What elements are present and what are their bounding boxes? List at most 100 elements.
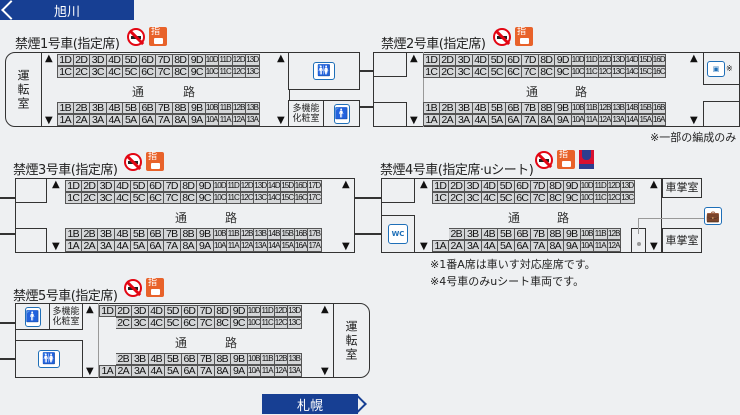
- seat[interactable]: 11D: [594, 180, 608, 192]
- seat[interactable]: 4A: [106, 114, 123, 126]
- seat[interactable]: 10A: [205, 114, 219, 126]
- seat[interactable]: 11C: [261, 317, 275, 329]
- seat[interactable]: 3A: [90, 114, 107, 126]
- seat[interactable]: 7A: [156, 114, 173, 126]
- seat[interactable]: 12B: [240, 228, 254, 240]
- seat[interactable]: 5C: [123, 66, 140, 78]
- seat[interactable]: 8D: [214, 305, 231, 317]
- seat[interactable]: 9D: [197, 180, 214, 192]
- seat[interactable]: 10D: [247, 305, 261, 317]
- seat[interactable]: 13B: [288, 353, 302, 365]
- seat[interactable]: 11B: [261, 353, 275, 365]
- seat[interactable]: 7B: [531, 228, 548, 240]
- seat[interactable]: 6A: [514, 240, 531, 252]
- seat[interactable]: 9A: [197, 240, 214, 252]
- seat[interactable]: 1D: [57, 54, 74, 66]
- seat[interactable]: 12D: [240, 180, 254, 192]
- seat[interactable]: 1B: [423, 102, 440, 114]
- seat[interactable]: 5A: [123, 114, 140, 126]
- seat[interactable]: 16C: [294, 192, 308, 204]
- seat[interactable]: 12A: [274, 365, 288, 377]
- seat[interactable]: 6D: [181, 305, 198, 317]
- seat[interactable]: 10A: [571, 114, 585, 126]
- seat[interactable]: 10C: [213, 192, 227, 204]
- seat[interactable]: 5A: [165, 365, 182, 377]
- seat[interactable]: 13D: [621, 180, 635, 192]
- seat[interactable]: 13D: [254, 180, 268, 192]
- seat[interactable]: 14B: [267, 228, 281, 240]
- seat[interactable]: 9B: [231, 353, 248, 365]
- seat[interactable]: 5D: [123, 54, 140, 66]
- seat[interactable]: 7C: [531, 192, 548, 204]
- seat[interactable]: 3D: [456, 54, 473, 66]
- seat[interactable]: 1D: [65, 180, 82, 192]
- seat[interactable]: 8A: [538, 114, 555, 126]
- seat[interactable]: 5C: [165, 317, 182, 329]
- seat[interactable]: 2A: [115, 365, 132, 377]
- seat[interactable]: 12C: [240, 192, 254, 204]
- seat[interactable]: 4C: [472, 66, 489, 78]
- seat[interactable]: 14B: [625, 102, 639, 114]
- seat[interactable]: 11B: [585, 102, 599, 114]
- seat[interactable]: 1D: [423, 54, 440, 66]
- seat[interactable]: 6C: [514, 192, 531, 204]
- seat[interactable]: 7A: [198, 365, 215, 377]
- seat[interactable]: 10D: [580, 180, 594, 192]
- seat[interactable]: 8D: [172, 54, 189, 66]
- seat[interactable]: 12A: [240, 240, 254, 252]
- seat[interactable]: 13C: [612, 66, 626, 78]
- seat[interactable]: 7D: [156, 54, 173, 66]
- seat[interactable]: 1A: [57, 114, 74, 126]
- seat[interactable]: 5B: [489, 102, 506, 114]
- seat[interactable]: 7B: [164, 228, 181, 240]
- seat[interactable]: 7A: [531, 240, 548, 252]
- seat[interactable]: 10C: [571, 66, 585, 78]
- seat[interactable]: 12C: [607, 192, 621, 204]
- seat[interactable]: 9B: [555, 102, 572, 114]
- seat[interactable]: 3B: [90, 102, 107, 114]
- seat[interactable]: 14D: [267, 180, 281, 192]
- seat[interactable]: 3D: [98, 180, 115, 192]
- seat[interactable]: 3C: [98, 192, 115, 204]
- seat[interactable]: 11A: [219, 114, 233, 126]
- seat[interactable]: 9C: [231, 317, 248, 329]
- seat[interactable]: 11C: [227, 192, 241, 204]
- seat[interactable]: 11D: [219, 54, 233, 66]
- seat[interactable]: 16A: [652, 114, 666, 126]
- seat[interactable]: 2A: [73, 114, 90, 126]
- seat[interactable]: 11C: [219, 66, 233, 78]
- seat[interactable]: 3C: [465, 192, 482, 204]
- seat[interactable]: 8D: [180, 180, 197, 192]
- seat[interactable]: 6B: [139, 102, 156, 114]
- seat[interactable]: 6C: [181, 317, 198, 329]
- seat[interactable]: 8A: [172, 114, 189, 126]
- seat[interactable]: 1A: [65, 240, 82, 252]
- seat[interactable]: 10B: [571, 102, 585, 114]
- seat[interactable]: 8B: [214, 353, 231, 365]
- seat[interactable]: 11B: [219, 102, 233, 114]
- seat[interactable]: 4C: [106, 66, 123, 78]
- seat[interactable]: 8B: [172, 102, 189, 114]
- seat[interactable]: 2A: [439, 114, 456, 126]
- seat[interactable]: 4B: [114, 228, 131, 240]
- seat[interactable]: 6B: [505, 102, 522, 114]
- seat[interactable]: 9A: [189, 114, 206, 126]
- seat[interactable]: 17D: [308, 180, 322, 192]
- seat[interactable]: 4D: [148, 305, 165, 317]
- seat[interactable]: 8B: [538, 102, 555, 114]
- seat[interactable]: 4C: [148, 317, 165, 329]
- seat[interactable]: 5A: [131, 240, 148, 252]
- seat[interactable]: 11C: [585, 66, 599, 78]
- seat[interactable]: 7C: [164, 192, 181, 204]
- seat[interactable]: 4C: [114, 192, 131, 204]
- seat[interactable]: 4B: [481, 228, 498, 240]
- seat[interactable]: 13A: [612, 114, 626, 126]
- seat[interactable]: 10A: [247, 365, 261, 377]
- seat[interactable]: 6D: [139, 54, 156, 66]
- seat[interactable]: 4A: [114, 240, 131, 252]
- seat[interactable]: 5D: [131, 180, 148, 192]
- seat[interactable]: 8D: [538, 54, 555, 66]
- seat[interactable]: 5A: [489, 114, 506, 126]
- seat[interactable]: 6B: [514, 228, 531, 240]
- seat[interactable]: 1C: [65, 192, 82, 204]
